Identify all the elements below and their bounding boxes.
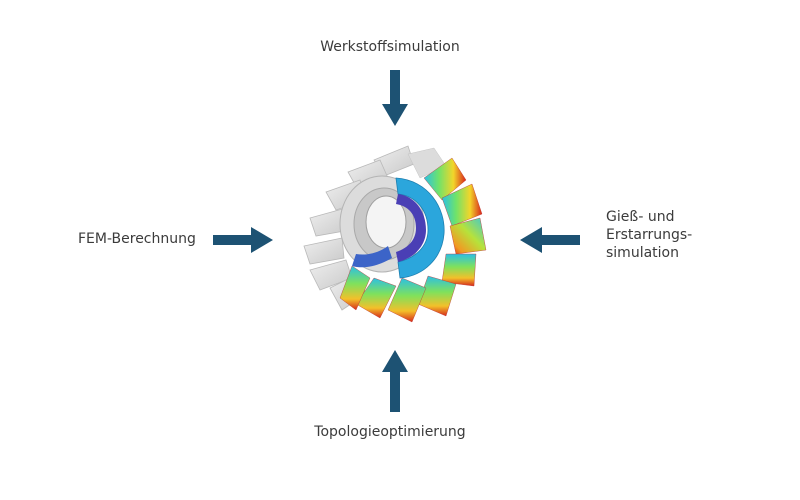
label-werkstoffsimulation: Werkstoffsimulation	[320, 39, 460, 55]
arrow-up-icon	[382, 350, 408, 412]
label-giess-erstarrungssimulation: Gieß- und Erstarrungs- simulation	[606, 209, 693, 261]
colored-hub	[352, 177, 445, 279]
colored-blades	[339, 147, 487, 323]
arrow-right-icon	[213, 227, 273, 253]
impeller-stress-simulation	[303, 145, 487, 323]
label-fem-berechnung: FEM-Berechnung	[78, 231, 196, 247]
label-topologieoptimierung: Topologieoptimierung	[314, 424, 466, 440]
arrow-left-icon	[520, 227, 580, 253]
arrow-down-icon	[382, 70, 408, 126]
